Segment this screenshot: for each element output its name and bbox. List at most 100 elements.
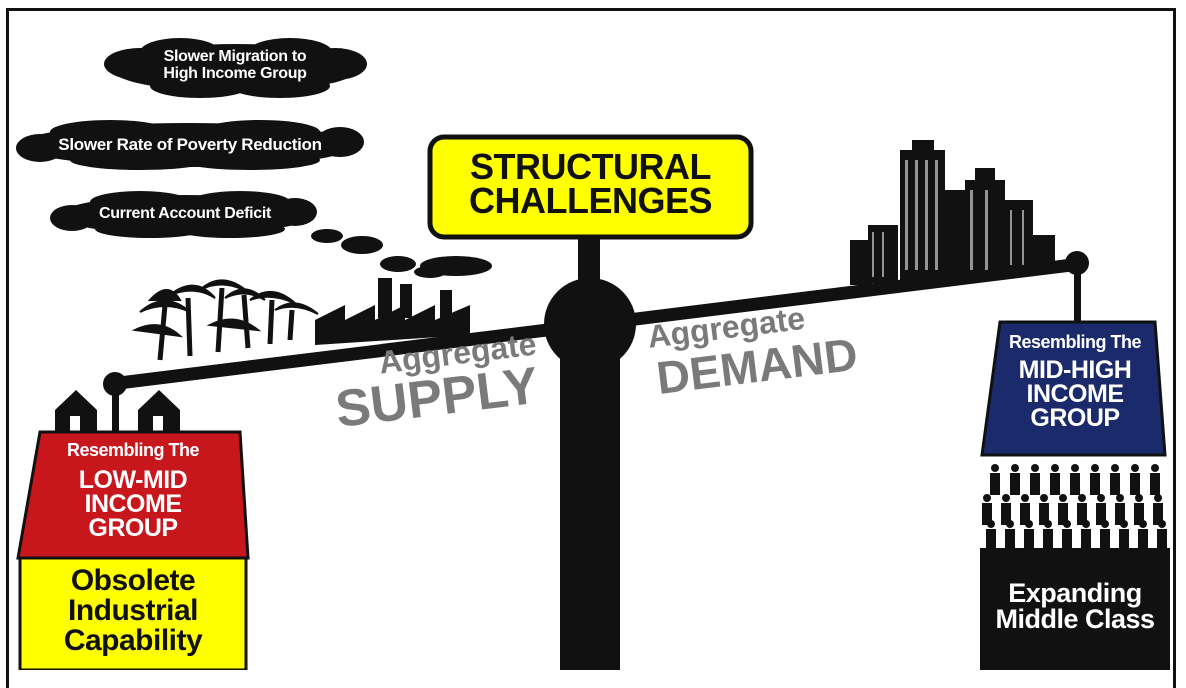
balance-scene [16,38,1170,670]
city-windows [872,160,1024,277]
houses-icon [55,390,180,432]
person-body [1150,473,1160,495]
person-head [1139,520,1147,528]
person-body [1024,529,1034,551]
person-head [1131,464,1139,472]
person-head [1078,494,1086,502]
left-base-line1: Obsolete [70,564,196,597]
right-pan-group-line2: INCOME [1026,380,1125,408]
left-base-line3: Capability [63,624,203,657]
right-hanger [1074,263,1081,323]
person-head [1116,494,1124,502]
person-head [1111,464,1119,472]
person-head [1021,494,1029,502]
person-head [1154,494,1162,502]
person-head [1101,520,1109,528]
person-body [1115,503,1125,525]
left-base-text: Obsolete Industrial Capability [20,566,246,656]
left-base [18,556,248,670]
title-box [427,134,754,240]
person-head [1091,464,1099,472]
person-body [1058,503,1068,525]
person-head [1097,494,1105,502]
cloud-poverty-text: Slower Rate of Poverty Reduction [58,135,322,154]
crowd-icon [982,464,1167,551]
person-body [986,529,996,551]
right-pan-text: Resembling The MID-HIGH INCOME GROUP [985,332,1165,432]
right-base-text: Expanding Middle Class [980,578,1170,634]
scale-pivot [544,278,636,370]
person-body [1157,529,1167,551]
person-body [990,473,1000,495]
title-line2: CHALLENGES [468,180,713,221]
person-body [1100,529,1110,551]
person-body [1043,529,1053,551]
person-head [1011,464,1019,472]
cloud-migration-line2: High Income Group [163,65,307,82]
palm-trees-icon [131,279,319,361]
left-base-line2: Industrial [67,594,199,627]
person-body [1070,473,1080,495]
left-pan-group-line3: GROUP [88,514,178,542]
cloud-migration-line1: Slower Migration to [163,48,307,65]
left-pan-text: Resembling The LOW-MID INCOME GROUP [20,440,246,542]
person-head [1120,520,1128,528]
person-head [1135,494,1143,502]
person-head [1151,464,1159,472]
right-pan-label: Resembling The [1008,332,1142,352]
left-pan-group-line1: LOW-MID [78,466,188,494]
person-body [1090,473,1100,495]
cloud-poverty [16,120,364,170]
person-body [1001,503,1011,525]
person-head [1063,520,1071,528]
person-body [1010,473,1020,495]
person-body [1138,529,1148,551]
person-head [1025,520,1033,528]
cloud-migration-text: Slower Migration to High Income Group [140,48,330,82]
right-pan [980,320,1167,457]
person-head [1040,494,1048,502]
person-body [1130,473,1140,495]
person-head [1031,464,1039,472]
person-body [1134,503,1144,525]
scale-neck [578,230,600,290]
person-head [1082,520,1090,528]
person-head [1044,520,1052,528]
scale-pillar [560,320,620,670]
cloud-deficit-text: Current Account Deficit [98,205,272,222]
right-pan-group-line3: GROUP [1030,404,1120,432]
right-pan-group-line1: MID-HIGH [1018,356,1132,384]
factory-icon [315,278,470,345]
person-head [1059,494,1067,502]
left-hanger [112,384,119,434]
person-body [1020,503,1030,525]
person-head [1051,464,1059,472]
structural-challenges-title: STRUCTURAL CHALLENGES [432,149,749,221]
right-base-line1: Expanding [1008,578,1142,608]
person-body [1119,529,1129,551]
cloud-migration [104,38,367,98]
person-body [1050,473,1060,495]
smoke-puffs [311,229,492,278]
person-body [1081,529,1091,551]
person-body [1039,503,1049,525]
left-pan [16,430,250,560]
person-body [1077,503,1087,525]
person-body [1062,529,1072,551]
person-body [1153,503,1163,525]
left-pan-label: Resembling The [66,440,200,460]
right-base-line2: Middle Class [995,604,1155,634]
right-base [980,548,1170,670]
person-body [1096,503,1106,525]
person-head [1158,520,1166,528]
city-skyline-icon [850,140,1055,285]
person-body [982,503,992,525]
left-pan-group-line2: INCOME [84,490,183,518]
person-head [983,494,991,502]
cloud-deficit [50,191,317,238]
person-head [1006,520,1014,528]
person-body [1005,529,1015,551]
diagram-frame [6,8,1176,688]
person-body [1030,473,1040,495]
person-head [987,520,995,528]
